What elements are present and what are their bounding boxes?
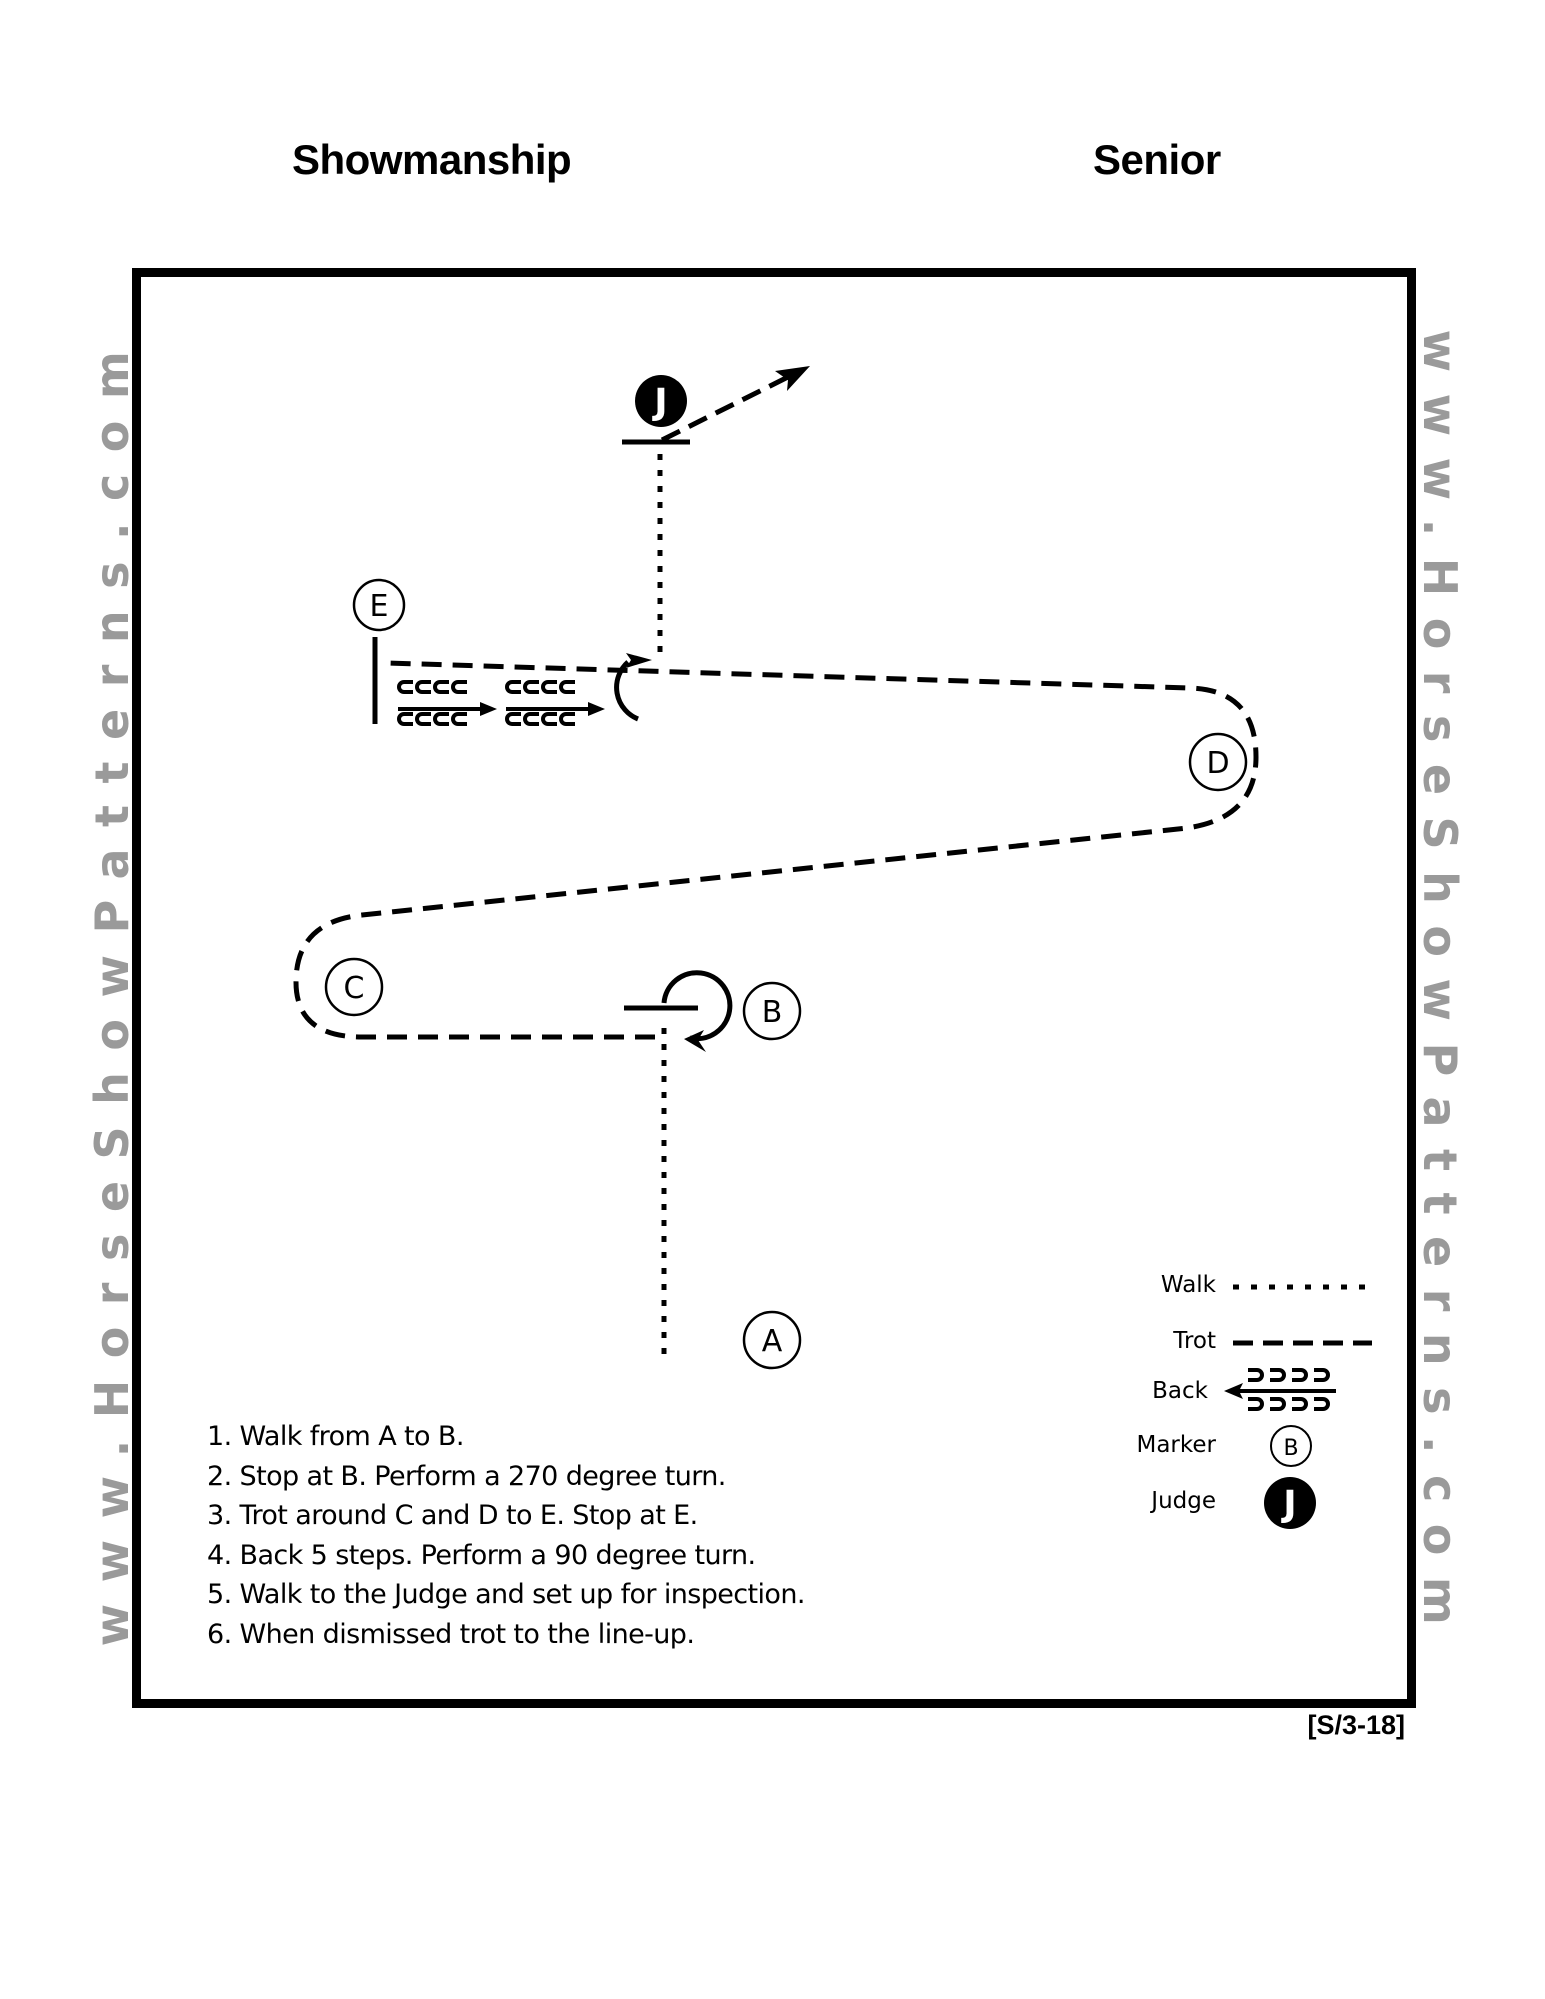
legend-back-symbol [1224, 1368, 1336, 1411]
legend-judge-example: J [1280, 1484, 1296, 1525]
instruction-step: 3. Trot around C and D to E. Stop at E. [207, 1500, 698, 1531]
legend-trot-label: Trot [1173, 1328, 1216, 1354]
arena-frame [132, 268, 1416, 1708]
marker-b-label: B [762, 995, 783, 1030]
marker-a: A [742, 1310, 802, 1370]
back-steps-group-1 [397, 680, 497, 726]
class-title: Showmanship [292, 136, 572, 183]
instruction-step: 1. Walk from A to B. [207, 1421, 464, 1452]
legend-judge-label: Judge [1151, 1488, 1216, 1514]
turn-90-arc [614, 660, 640, 722]
instruction-step: 6. When dismissed trot to the line-up. [207, 1618, 695, 1650]
marker-e: E [352, 578, 406, 632]
pattern-code: [S/3-18] [1307, 1710, 1405, 1740]
marker-a-label: A [762, 1324, 783, 1359]
instruction-step: 5. Walk to the Judge and set up for insp… [207, 1579, 805, 1610]
judge-icon: J [635, 375, 687, 427]
legend-walk-label: Walk [1160, 1272, 1216, 1298]
marker-e-label: E [370, 589, 389, 624]
instruction-step: 4. Back 5 steps. Perform a 90 degree tur… [207, 1539, 756, 1571]
marker-d-label: D [1206, 746, 1229, 781]
trot-path-c-d-e [293, 660, 1259, 1040]
legend-judge-symbol: J [1264, 1477, 1316, 1529]
legend-marker-symbol: B [1270, 1425, 1312, 1467]
turn-270-arrowhead [684, 1030, 706, 1052]
turn-90-arrowhead [626, 653, 652, 668]
instruction-step: 2. Stop at B. Perform a 270 degree turn. [207, 1460, 726, 1492]
marker-c-label: C [344, 971, 365, 1006]
division-title: Senior [1093, 136, 1221, 183]
back-steps-group-2 [505, 680, 605, 726]
turn-270-arc [661, 970, 733, 1042]
trot-to-lineup-arrowhead [775, 366, 810, 391]
marker-d: D [1188, 732, 1248, 792]
marker-b: B [742, 981, 802, 1041]
judge-label: J [651, 382, 667, 423]
trot-to-lineup-path [660, 373, 792, 443]
legend-marker-example: B [1283, 1436, 1298, 1461]
legend-marker-label: Marker [1136, 1432, 1216, 1458]
instructions-list: 1. Walk from A to B. 2. Stop at B. Perfo… [207, 1417, 805, 1654]
marker-c: C [324, 957, 384, 1017]
legend-back-label: Back [1152, 1378, 1208, 1404]
